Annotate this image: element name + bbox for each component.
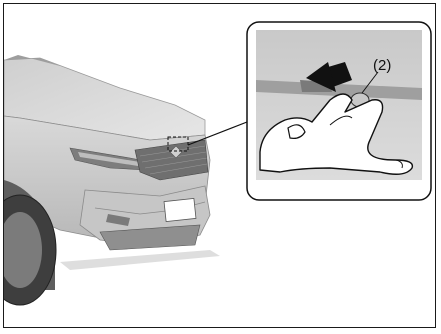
callout-label: (2) [373, 57, 391, 74]
detail-inset: (2) [247, 22, 431, 200]
vehicle-front [0, 55, 220, 305]
